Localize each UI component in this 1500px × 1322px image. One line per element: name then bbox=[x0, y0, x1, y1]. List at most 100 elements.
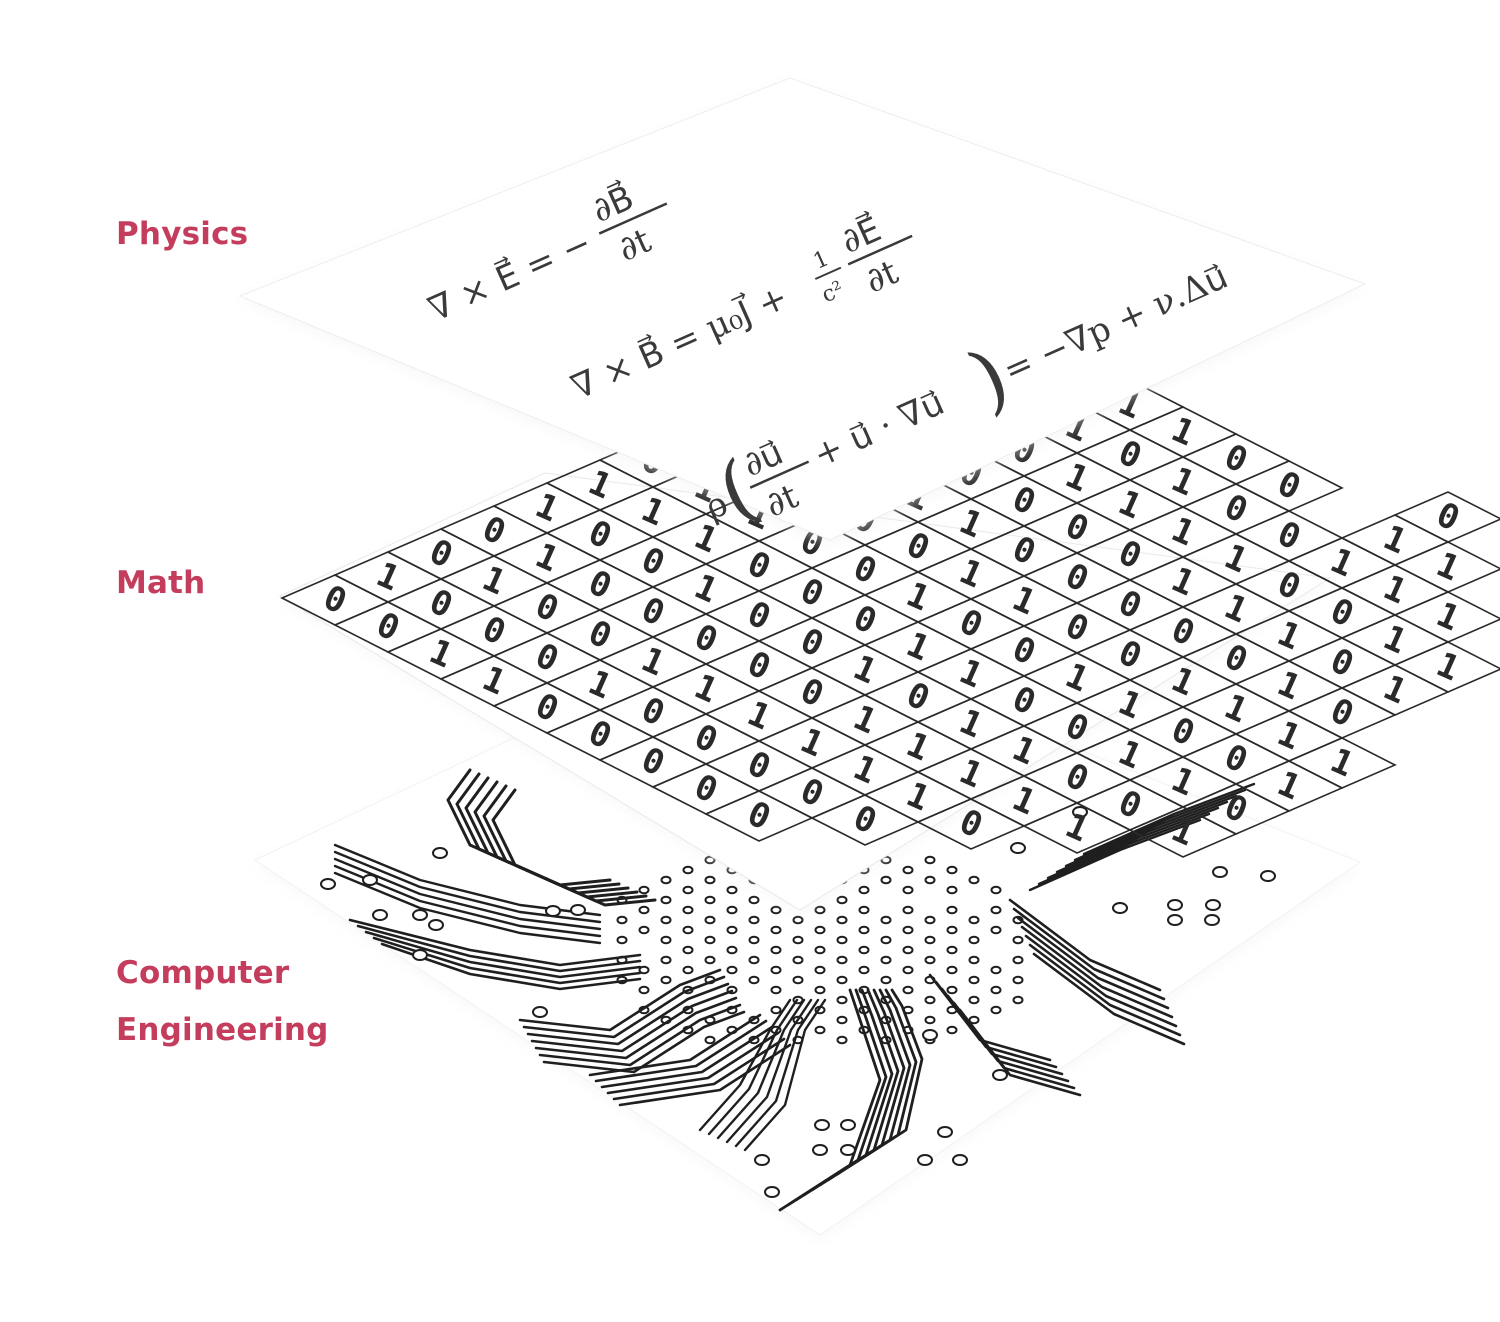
circuit-trace bbox=[1082, 782, 1256, 856]
circuit-pad bbox=[770, 1005, 782, 1015]
circuit-pad bbox=[968, 955, 980, 965]
circuit-pad bbox=[1012, 995, 1024, 1005]
grid-bit: 1 bbox=[1272, 614, 1307, 659]
grid-bit: 1 bbox=[1378, 668, 1413, 713]
circuit-pad bbox=[570, 903, 586, 917]
circuit-pad bbox=[924, 1015, 936, 1025]
circuit-pad bbox=[990, 905, 1002, 915]
circuit-pad bbox=[726, 945, 738, 955]
circuit-pad bbox=[924, 995, 936, 1005]
circuit-layer bbox=[253, 621, 1362, 1240]
circuit-pad bbox=[770, 905, 782, 915]
circuit-pad bbox=[880, 935, 892, 945]
circuit-pad bbox=[990, 885, 1002, 895]
circuit-trace bbox=[1064, 794, 1238, 868]
circuit-pad bbox=[754, 1153, 770, 1167]
circuit-pad bbox=[946, 1025, 958, 1035]
circuit-trace bbox=[473, 780, 639, 899]
physics-plane bbox=[238, 77, 1367, 541]
circuit-pad bbox=[748, 915, 760, 925]
circuit-pad bbox=[902, 925, 914, 935]
grid-bit: 0 bbox=[1325, 591, 1360, 636]
circuit-pad bbox=[616, 915, 628, 925]
circuit-pad bbox=[922, 1028, 938, 1042]
grid-bit: 1 bbox=[1166, 410, 1201, 455]
circuit-pad bbox=[924, 875, 936, 885]
circuit-trace bbox=[588, 1013, 762, 1077]
circuit-pad bbox=[704, 1035, 716, 1045]
circuit-trace bbox=[455, 772, 621, 891]
circuit-pad bbox=[682, 945, 694, 955]
grid-bit: 1 bbox=[1060, 456, 1095, 501]
circuit-pad bbox=[1112, 901, 1128, 915]
grid-cell bbox=[1234, 460, 1344, 512]
circuit-pad bbox=[660, 875, 672, 885]
grid-bit: 0 bbox=[1166, 710, 1201, 755]
grid-bit: 1 bbox=[1113, 733, 1148, 778]
circuit-trace bbox=[612, 1037, 786, 1101]
circuit-pad bbox=[946, 945, 958, 955]
circuit-board-icon bbox=[320, 768, 1276, 1212]
grid-bit: 0 bbox=[1325, 641, 1360, 686]
circuit-pad bbox=[880, 975, 892, 985]
circuit-pad bbox=[992, 1068, 1008, 1082]
circuit-pad bbox=[704, 935, 716, 945]
circuit-pad bbox=[764, 1185, 780, 1199]
circuit-trace bbox=[707, 998, 799, 1136]
circuit-trace bbox=[1046, 806, 1220, 880]
circuit-trace bbox=[333, 850, 602, 924]
circuit-pad bbox=[792, 975, 804, 985]
circuit-pad bbox=[638, 925, 650, 935]
circuit-trace bbox=[542, 1010, 746, 1074]
circuit-pad bbox=[858, 925, 870, 935]
circuit-pad bbox=[770, 945, 782, 955]
grid-bit: 0 bbox=[1431, 495, 1466, 540]
circuit-pad bbox=[748, 895, 760, 905]
circuit-trace bbox=[534, 996, 738, 1060]
grid-bit: 1 bbox=[1325, 741, 1360, 786]
grid-bit: 1 bbox=[1325, 541, 1360, 586]
circuit-pad bbox=[902, 885, 914, 895]
circuit-pad bbox=[748, 975, 760, 985]
circuit-pad bbox=[726, 965, 738, 975]
grid-bit: 1 bbox=[1272, 664, 1307, 709]
circuit-pad bbox=[660, 955, 672, 965]
circuit-pad bbox=[432, 846, 448, 860]
circuit-pad bbox=[968, 975, 980, 985]
circuit-pad bbox=[840, 1118, 856, 1132]
circuit-pad bbox=[990, 965, 1002, 975]
circuit-pad bbox=[814, 905, 826, 915]
circuit-pad bbox=[946, 925, 958, 935]
circuit-pad bbox=[968, 875, 980, 885]
circuit-trace bbox=[1008, 898, 1162, 992]
circuit-trace bbox=[364, 930, 642, 979]
circuit-pad bbox=[726, 885, 738, 895]
circuit-trace bbox=[1024, 934, 1178, 1028]
circuit-trace bbox=[538, 1003, 742, 1067]
circuit-pad bbox=[814, 965, 826, 975]
circuit-pad bbox=[924, 935, 936, 945]
circuit-trace bbox=[348, 918, 642, 967]
circuit-pad bbox=[412, 948, 428, 962]
circuit-pad bbox=[880, 955, 892, 965]
circuit-trace bbox=[482, 784, 648, 903]
circuit-pad bbox=[1260, 869, 1276, 883]
circuit-trace bbox=[1037, 812, 1211, 886]
circuit-pad bbox=[748, 935, 760, 945]
circuit-pad bbox=[638, 985, 650, 995]
grid-cell bbox=[1393, 591, 1500, 643]
circuit-pad bbox=[814, 1118, 830, 1132]
circuit-trace bbox=[1073, 788, 1247, 862]
circuit-pad bbox=[902, 905, 914, 915]
math-plane bbox=[278, 472, 1332, 911]
circuit-pad bbox=[428, 918, 444, 932]
grid-bit: 1 bbox=[1219, 687, 1254, 732]
circuit-pad bbox=[682, 885, 694, 895]
circuit-trace bbox=[356, 924, 642, 973]
circuit-pad bbox=[660, 895, 672, 905]
circuit-pad bbox=[814, 925, 826, 935]
circuit-pad bbox=[858, 945, 870, 955]
circuit-trace bbox=[1028, 943, 1182, 1037]
circuit-pad bbox=[372, 908, 388, 922]
circuit-pad bbox=[990, 925, 1002, 935]
